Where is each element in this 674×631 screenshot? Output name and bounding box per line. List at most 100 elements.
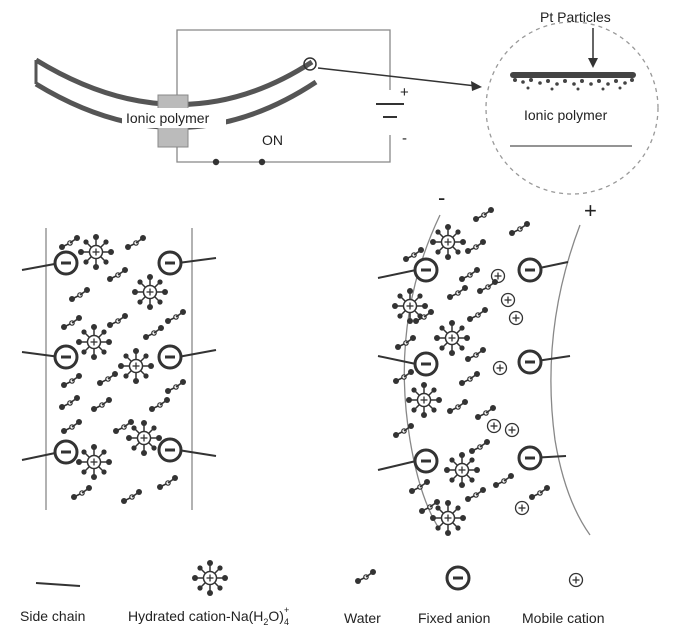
switch-contact — [258, 158, 266, 166]
fixed-anion — [517, 349, 543, 375]
water-molecule — [446, 284, 469, 301]
water-molecule — [156, 474, 179, 491]
water-molecule — [464, 346, 487, 363]
zoom-marker — [303, 57, 317, 71]
hydrated-cation — [433, 319, 471, 357]
pt-particles-label: Pt Particles — [540, 9, 611, 25]
actuator-circuit: + - ON Ionic polymer — [34, 29, 482, 166]
water-molecule — [392, 368, 415, 385]
fixed-anion — [517, 445, 543, 471]
water-molecule — [492, 472, 515, 489]
zoom-arrow — [317, 67, 477, 87]
legend-hydrated-cation-label: Hydrated cation-Na(H2O)4 + — [128, 605, 289, 627]
fixed-anion — [157, 250, 183, 276]
legend-side-chain-symbol — [35, 582, 81, 587]
water-molecule — [60, 418, 83, 435]
mobile-cation — [508, 310, 524, 326]
water-molecule — [508, 220, 531, 237]
fixed-anion — [53, 344, 79, 370]
hydrated-cation — [117, 347, 155, 385]
switch-label: ON — [262, 132, 283, 148]
fixed-anion — [517, 257, 543, 283]
hydrated-cation — [75, 443, 113, 481]
water-molecule — [476, 278, 499, 295]
electrode-inset: Pt Particles Ionic polymer — [485, 9, 659, 195]
polymer-label: Ionic polymer — [126, 110, 210, 126]
legend-fixed-anion-label: Fixed anion — [418, 610, 490, 626]
water-molecule — [472, 206, 495, 223]
water-molecule — [164, 378, 187, 395]
switch-contact — [212, 158, 220, 166]
water-molecule — [464, 486, 487, 503]
water-molecule — [120, 488, 143, 505]
water-molecule — [466, 306, 489, 323]
legend-side-chain-label: Side chain — [20, 608, 85, 624]
legend: Side chain Hydrated cation-Na(H2O)4 + Wat… — [20, 559, 605, 627]
circuit-wire — [176, 29, 391, 96]
water-molecule — [142, 324, 165, 341]
water-molecule — [148, 396, 171, 413]
polymer-label-bg — [122, 108, 226, 128]
mobile-cation — [486, 418, 502, 434]
water-molecule — [106, 266, 129, 283]
water-molecule — [528, 484, 551, 501]
fixed-anion — [157, 437, 183, 463]
mobile-cation — [514, 500, 530, 516]
water-molecule — [60, 372, 83, 389]
fixed-anion — [413, 351, 439, 377]
fixed-anion — [157, 344, 183, 370]
water-molecule — [464, 238, 487, 255]
water-molecule — [70, 484, 93, 501]
mobile-cation — [504, 422, 520, 438]
hydrated-cation — [75, 323, 113, 361]
water-molecule — [68, 286, 91, 303]
hydrated-cation — [443, 451, 481, 489]
water-molecule — [474, 404, 497, 421]
hydrated-cation — [429, 223, 467, 261]
water-molecule — [468, 438, 491, 455]
water-molecule — [458, 370, 481, 387]
water-molecule — [106, 312, 129, 329]
water-molecule — [446, 398, 469, 415]
legend-mobile-cation-label: Mobile cation — [522, 610, 605, 626]
hydrated-cation — [429, 499, 467, 537]
fixed-anion — [53, 250, 79, 276]
legend-water-symbol — [354, 568, 377, 585]
water-molecule — [58, 394, 81, 411]
hc-sub4: 4 — [284, 617, 289, 627]
hc-sup: + — [284, 605, 289, 615]
water-molecule — [112, 418, 135, 435]
anode-sign: + — [584, 198, 597, 223]
panel-actuated: - + — [377, 185, 597, 537]
cathode-sign: - — [438, 185, 445, 210]
hc-prefix: Hydrated cation-Na(H — [128, 608, 263, 624]
hydrated-cation — [125, 419, 163, 457]
water-molecule — [124, 234, 147, 251]
battery-plus-label: + — [400, 84, 409, 101]
inset-polymer-label: Ionic polymer — [524, 107, 608, 123]
pt-particle-layer — [510, 72, 636, 91]
water-molecule — [458, 266, 481, 283]
fixed-anion — [413, 448, 439, 474]
legend-water-label: Water — [344, 610, 381, 626]
inset-circle — [485, 21, 659, 195]
hydrated-cation — [131, 273, 169, 311]
fixed-anion — [413, 257, 439, 283]
legend-mobile-cation-symbol — [568, 572, 584, 588]
anode-boundary — [550, 224, 591, 536]
hc-mid: O) — [268, 608, 284, 624]
battery-minus-label: - — [402, 130, 407, 147]
hc-sub2: 2 — [263, 617, 268, 627]
water-molecule — [164, 308, 187, 325]
mobile-cation — [492, 360, 508, 376]
water-molecule — [392, 422, 415, 439]
circuit-wire-bottom — [176, 135, 391, 163]
legend-hydrated-cation-symbol — [191, 559, 229, 597]
panel-neutral — [21, 228, 217, 510]
mobile-cation — [500, 292, 516, 308]
fixed-anion — [53, 439, 79, 465]
water-molecule — [96, 370, 119, 387]
water-molecule — [90, 396, 113, 413]
hydrated-cation — [77, 233, 115, 271]
